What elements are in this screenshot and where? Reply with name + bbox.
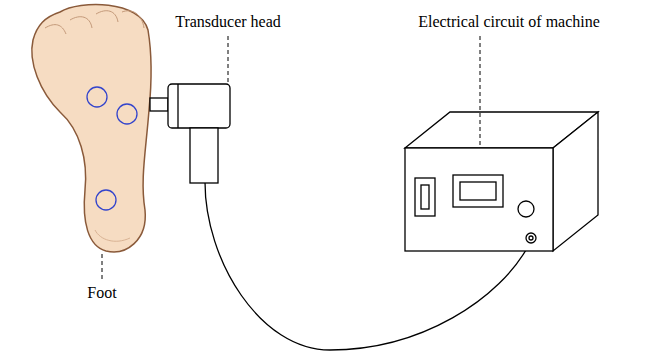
foot-drawing <box>32 5 151 252</box>
heel-shade <box>95 230 130 241</box>
transducer-body <box>168 84 230 128</box>
part-label: Transducer head <box>173 12 283 31</box>
test-point <box>117 104 137 124</box>
machine-socket <box>526 233 536 243</box>
machine-knob <box>518 201 534 217</box>
part-label: Electrical circuit of machine <box>416 12 602 31</box>
machine-display-inner <box>460 182 496 200</box>
transducer-edge <box>177 84 178 128</box>
machine-socket-pin <box>529 236 533 240</box>
machine-display <box>453 175 503 207</box>
transducer-tip <box>150 98 168 111</box>
leader-lines <box>102 36 480 280</box>
machine-switch-inner <box>421 185 429 209</box>
test-point <box>87 87 107 107</box>
foot-outline <box>32 5 151 252</box>
machine-switch <box>415 178 435 216</box>
machine-drawing <box>405 112 598 251</box>
toe-lines <box>45 11 144 34</box>
part-label: Foot <box>85 283 118 302</box>
machine-side <box>553 112 598 251</box>
transducer-drawing <box>150 84 230 183</box>
machine-front <box>405 148 553 251</box>
leader-line <box>102 254 103 280</box>
transducer-handle <box>190 128 218 183</box>
leader-line <box>480 36 481 146</box>
leader-line <box>228 36 229 84</box>
test-point <box>96 190 116 210</box>
